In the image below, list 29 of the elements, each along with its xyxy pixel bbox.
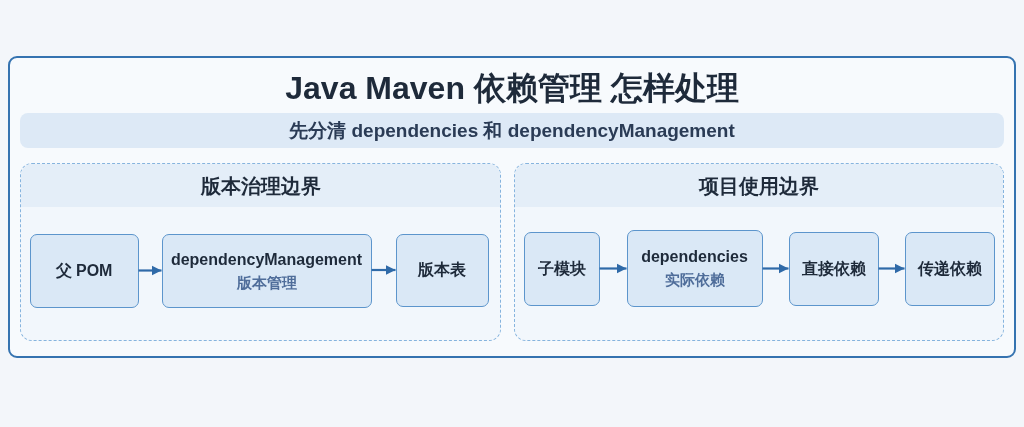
group-frame (514, 163, 1004, 341)
node-label: 父 POM (55, 260, 113, 281)
group-frame (20, 163, 501, 341)
title: Java Maven 依赖管理 怎样处理 (285, 69, 739, 108)
sub-label: 实际依赖 (664, 270, 725, 289)
process-box (161, 233, 372, 308)
process-box (29, 233, 139, 308)
process-box (788, 231, 879, 306)
process-box (626, 229, 763, 307)
node-label: 传递依赖 (917, 258, 982, 279)
sub-label: 版本管理 (236, 272, 297, 292)
subtitle: 先分清 dependencies 和 dependencyManagement (289, 118, 735, 143)
group-title: 版本治理边界 (200, 173, 321, 198)
group-title: 项目使用边界 (699, 173, 819, 198)
node-label: 子模块 (537, 258, 586, 279)
arrow (599, 263, 627, 274)
arrow (371, 265, 396, 275)
process-box (904, 231, 995, 306)
arrow (762, 263, 789, 274)
node-label: 直接依赖 (801, 258, 866, 279)
arrow (878, 263, 905, 274)
panel (8, 56, 1016, 358)
process-box (395, 233, 489, 307)
node-label: dependencyManagement (170, 249, 363, 270)
process-box (523, 231, 600, 306)
banner (20, 113, 1004, 148)
node-label: 版本表 (418, 260, 466, 280)
arrow (138, 265, 162, 276)
node-label: dependencies (641, 247, 748, 267)
